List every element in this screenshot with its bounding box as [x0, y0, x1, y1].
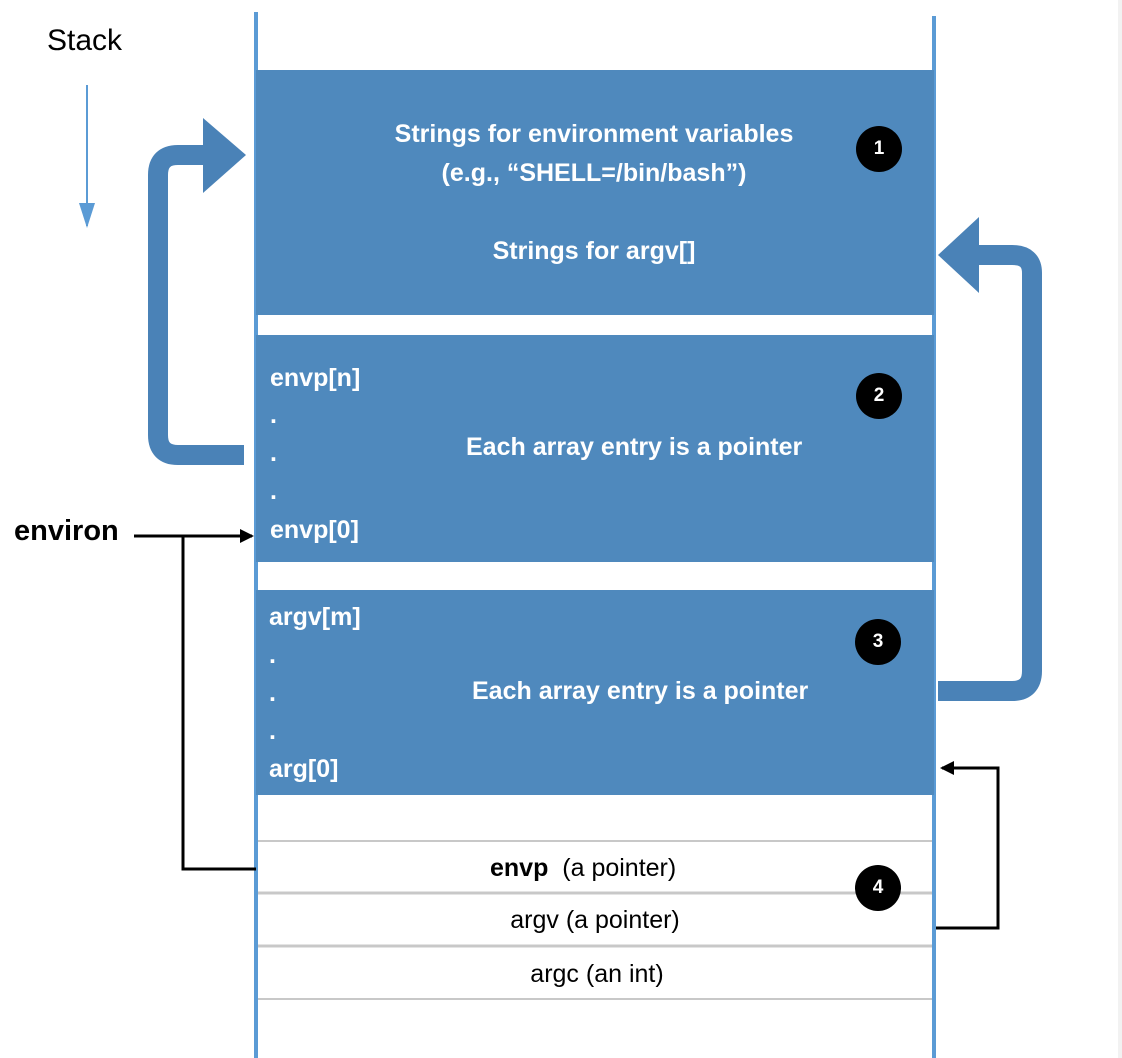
argv-caption: Each array entry is a pointer [472, 677, 809, 705]
argv-pointer-connector [936, 761, 1000, 930]
envp-ellipsis-dot: . [270, 401, 277, 429]
envp-caption: Each array entry is a pointer [466, 433, 803, 461]
block-number-1: 1 [856, 126, 902, 172]
envp-pointer-row: envp (a pointer) [490, 856, 676, 881]
envp-ellipsis-dot: . [270, 439, 277, 467]
envp-to-strings-arrowhead [203, 118, 246, 193]
envp-pointer-name: envp [490, 854, 549, 882]
environ-label: environ [14, 515, 119, 547]
block-argv-array [256, 590, 934, 795]
env-strings-label: Strings for environment variables [394, 120, 794, 148]
argv-ellipsis-dot: . [269, 717, 276, 745]
envp-top-entry: envp[n] [270, 364, 361, 392]
argv-bottom-entry: arg[0] [269, 755, 339, 783]
envp-pointer-desc: (a pointer) [562, 854, 677, 882]
argv-strings-label: Strings for argv[] [492, 237, 696, 265]
argv-to-strings-arrowhead [938, 217, 979, 293]
envp-ellipsis-dot: . [270, 477, 277, 505]
argc-int-row: argc (an int) [530, 960, 664, 988]
right-edge-strip [1118, 0, 1122, 1058]
env-strings-example: (e.g., “SHELL=/bin/bash”) [441, 159, 747, 187]
envp-to-strings-arrow [148, 145, 244, 465]
stack-direction-arrowhead [79, 203, 95, 228]
envp-bottom-entry: envp[0] [270, 516, 359, 544]
argv-to-strings-arrow [938, 245, 1042, 701]
block-number-2: 2 [856, 373, 902, 419]
argv-ellipsis-dot: . [269, 679, 276, 707]
block-number-4: 4 [855, 865, 901, 911]
block-envp-array [256, 335, 934, 562]
envp-pointer-connector [181, 536, 256, 871]
argv-top-entry: argv[m] [269, 603, 361, 631]
block-strings [256, 70, 934, 315]
stack-label: Stack [47, 24, 123, 57]
argv-pointer-row: argv (a pointer) [510, 906, 680, 934]
argv-ellipsis-dot: . [269, 641, 276, 669]
block-number-3: 3 [855, 619, 901, 665]
